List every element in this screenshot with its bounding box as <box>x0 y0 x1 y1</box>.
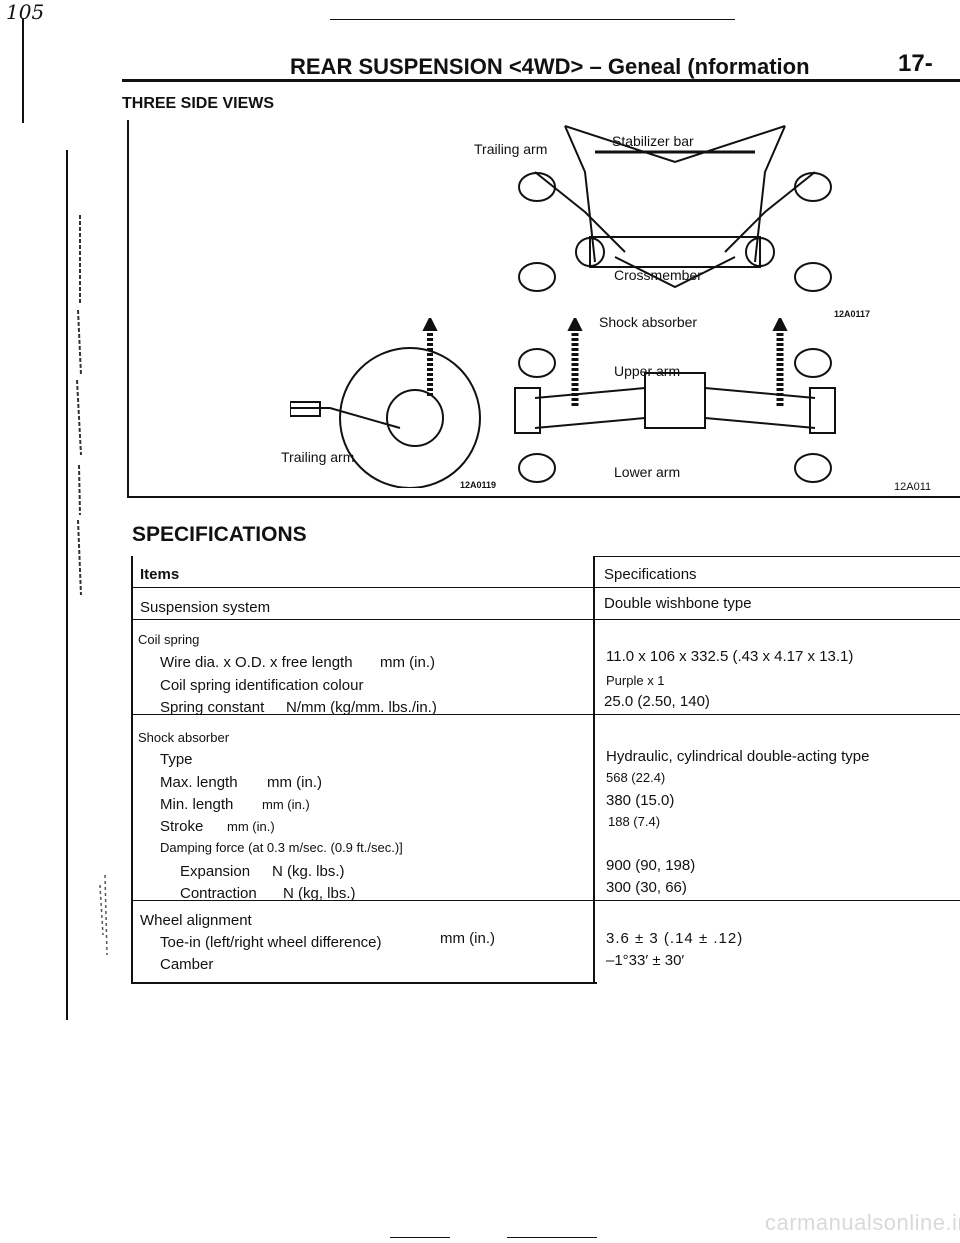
suspension-system-label: Suspension system <box>140 599 271 616</box>
section-title: THREE SIDE VIEWS <box>122 95 275 112</box>
contraction-value: 300 (30, 66) <box>606 879 687 896</box>
max-length-unit: mm (in.) <box>267 774 322 791</box>
toe-in-value: 3.6 ± 3 (.14 ± .12) <box>606 930 744 947</box>
expansion-label: Expansion <box>180 863 251 880</box>
camber-value: –1°33′ ± 30′ <box>606 952 685 969</box>
wire-dia-label: Wire dia. x O.D. x free length <box>160 654 353 671</box>
toe-in-unit: mm (in.) <box>440 930 495 947</box>
wire-dia-unit: mm (in.) <box>380 654 435 671</box>
label-trailing-arm-top: Trailing arm <box>474 141 548 157</box>
toe-in-label: Toe-in (left/right wheel difference) <box>160 934 382 951</box>
max-length-value: 568 (22.4) <box>606 770 666 785</box>
expansion-unit: N (kg. lbs.) <box>272 863 345 880</box>
footer-rule-2 <box>507 1237 597 1238</box>
figure-bottom-rule <box>127 496 960 498</box>
min-length-unit: mm (in.) <box>262 797 310 812</box>
stroke-unit: mm (in.) <box>227 819 275 834</box>
type-value: Hydraulic, cylindrical double-acting typ… <box>606 748 870 765</box>
rear-view-diagram <box>514 318 836 483</box>
figure-code-right: 12A011 <box>894 481 932 493</box>
margin-mark <box>22 18 24 123</box>
top-rule <box>330 19 735 20</box>
table-rule-3 <box>131 900 960 901</box>
label-stabilizer-bar: Stabilizer bar <box>612 133 694 149</box>
footer-rule-1 <box>390 1237 450 1238</box>
table-rule-1 <box>131 619 960 620</box>
figure-code-side: 12A0119 <box>460 480 497 490</box>
side-view-diagram <box>290 318 481 488</box>
watermark: carmanualsonline.info <box>765 1210 960 1235</box>
type-label: Type <box>160 751 193 768</box>
label-lower-arm: Lower arm <box>614 464 681 480</box>
margin-scan-noise <box>76 215 82 595</box>
spring-const-label: Spring constant <box>160 699 265 716</box>
spring-const-unit: N/mm (kg/mm. lbs./in.) <box>286 699 437 716</box>
col-specs-header: Specifications <box>604 566 697 583</box>
figure-code-top: 12A0117 <box>834 309 871 319</box>
specifications-heading: SPECIFICATIONS <box>132 523 307 546</box>
margin-rule <box>66 150 68 1020</box>
table-header-rule <box>131 587 960 588</box>
label-upper-arm: Upper arm <box>614 363 681 379</box>
camber-label: Camber <box>160 956 214 973</box>
label-crossmember: Crossmember <box>614 267 702 283</box>
expansion-value: 900 (90, 198) <box>606 857 696 874</box>
coil-colour-value: Purple x 1 <box>606 673 665 688</box>
handwritten-page-note: 105 <box>6 0 45 24</box>
max-length-label: Max. length <box>160 774 238 791</box>
label-shock-absorber: Shock absorber <box>599 314 698 330</box>
stroke-value: 188 (7.4) <box>608 814 661 829</box>
wire-dia-value: 11.0 x 106 x 332.5 (.43 x 4.17 x 13.1) <box>606 648 854 665</box>
spring-const-value: 25.0 (2.50, 140) <box>604 693 710 710</box>
header-title: REAR SUSPENSION <4WD> – Geneal (nformati… <box>290 54 810 79</box>
stroke-label: Stroke <box>160 818 204 835</box>
table-bottom-rule <box>131 982 597 984</box>
coil-spring-group: Coil spring <box>138 632 200 647</box>
table-column-divider <box>593 556 595 983</box>
coil-colour-label: Coil spring identification colour <box>160 677 364 694</box>
page-number: 17- <box>898 50 933 77</box>
col-items-header: Items <box>140 566 180 583</box>
table-rule-2 <box>131 714 960 715</box>
label-trailing-arm-side: Trailing arm <box>281 449 355 465</box>
damping-force-label: Damping force (at 0.3 m/sec. (0.9 ft./se… <box>160 840 403 855</box>
shock-absorber-group: Shock absorber <box>138 730 230 745</box>
contraction-label: Contraction <box>180 885 257 902</box>
wheel-alignment-group: Wheel alignment <box>140 912 252 929</box>
suspension-system-value: Double wishbone type <box>604 595 752 612</box>
min-length-value: 380 (15.0) <box>606 792 675 809</box>
table-top-rule <box>595 556 960 557</box>
header-rule <box>122 79 960 82</box>
top-view-diagram <box>518 125 832 292</box>
table-left-border <box>131 556 133 983</box>
contraction-unit: N (kg, lbs.) <box>283 885 356 902</box>
figure-left-rule <box>127 120 129 498</box>
min-length-label: Min. length <box>160 796 234 813</box>
margin-scan-noise-2 <box>99 875 108 955</box>
